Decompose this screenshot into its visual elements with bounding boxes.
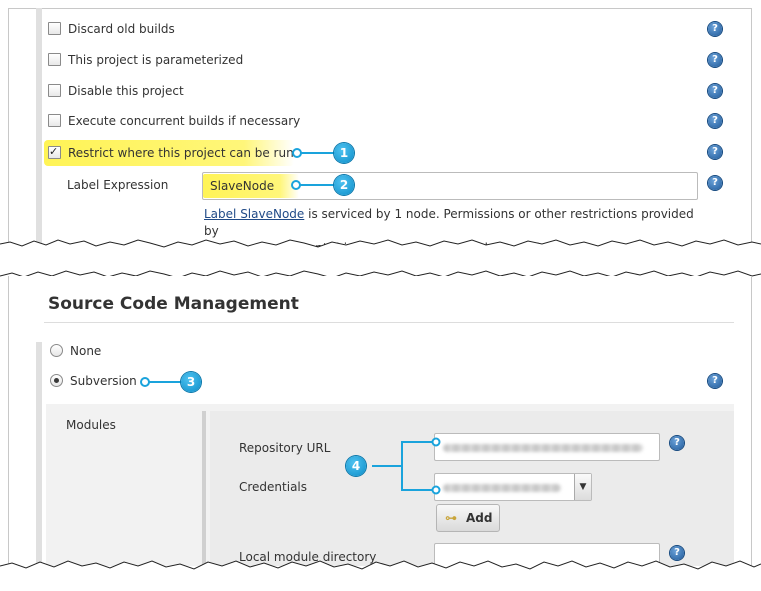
modules-label: Modules bbox=[66, 418, 116, 432]
callout-4-bracket bbox=[372, 437, 441, 495]
callout-2-badge: 2 bbox=[334, 175, 354, 195]
disable-project-label: Disable this project bbox=[68, 84, 184, 98]
scm-none-label: None bbox=[70, 344, 102, 358]
parameterized-label: This project is parameterized bbox=[68, 53, 244, 67]
discard-old-builds-checkbox[interactable] bbox=[48, 22, 61, 35]
disable-project-option[interactable]: Disable this project bbox=[48, 79, 184, 103]
concurrent-builds-checkbox[interactable] bbox=[48, 114, 61, 127]
redacted-credentials-text bbox=[443, 484, 561, 492]
parameterized-checkbox[interactable] bbox=[48, 53, 61, 66]
callout-3-badge: 3 bbox=[181, 372, 201, 392]
help-icon[interactable]: ? bbox=[708, 374, 722, 388]
help-icon[interactable]: ? bbox=[708, 145, 722, 159]
disable-project-checkbox[interactable] bbox=[48, 84, 61, 97]
callout-anchor bbox=[140, 377, 150, 387]
scm-panel-frame bbox=[8, 276, 752, 566]
local-module-directory-label: Local module directory bbox=[239, 550, 377, 564]
callout-4-badge: 4 bbox=[346, 456, 366, 476]
help-icon[interactable]: ? bbox=[708, 84, 722, 98]
scm-subversion-radio[interactable] bbox=[50, 374, 63, 387]
discard-old-builds-option[interactable]: Discard old builds bbox=[48, 17, 175, 41]
scm-subversion-option[interactable]: Subversion bbox=[50, 369, 137, 393]
scm-section-title: Source Code Management bbox=[48, 294, 299, 314]
help-icon[interactable]: ? bbox=[708, 176, 722, 190]
callout-anchor bbox=[292, 148, 302, 158]
repository-url-input[interactable] bbox=[434, 433, 660, 461]
label-expression-input[interactable]: SlaveNode bbox=[202, 172, 698, 200]
label-expression-label: Label Expression bbox=[67, 178, 169, 192]
add-credentials-button[interactable]: ⊶ Add bbox=[436, 504, 500, 532]
discard-old-builds-label: Discard old builds bbox=[68, 22, 175, 36]
modules-indent-bar bbox=[202, 411, 206, 566]
callout-1-badge: 1 bbox=[334, 143, 354, 163]
label-slavenode-link[interactable]: Label SlaveNode bbox=[204, 207, 305, 221]
torn-edge-bottom bbox=[0, 560, 761, 591]
section-divider bbox=[44, 322, 734, 323]
help-icon[interactable]: ? bbox=[708, 114, 722, 128]
restrict-option[interactable]: Restrict where this project can be run bbox=[48, 140, 294, 165]
scm-subversion-label: Subversion bbox=[70, 374, 137, 388]
add-button-label: Add bbox=[466, 511, 493, 525]
callout-line bbox=[298, 184, 338, 186]
scm-panel: Source Code Management None Subversion ?… bbox=[8, 276, 752, 571]
callout-anchor bbox=[291, 180, 301, 190]
restrict-label: Restrict where this project can be run bbox=[68, 146, 294, 160]
chevron-down-icon[interactable]: ▼ bbox=[574, 474, 591, 500]
callout-line bbox=[300, 152, 338, 154]
scm-indent-bar bbox=[36, 342, 42, 566]
concurrent-builds-option[interactable]: Execute concurrent builds if necessary bbox=[48, 109, 300, 133]
top-panel-frame bbox=[8, 8, 752, 249]
help-icon[interactable]: ? bbox=[670, 546, 684, 560]
redacted-url-text bbox=[443, 444, 643, 452]
key-icon: ⊶ bbox=[445, 511, 457, 525]
top-config-panel: Discard old builds ? This project is par… bbox=[8, 8, 752, 255]
label-note-line1: is serviced by 1 node. Permissions or ot… bbox=[204, 207, 694, 238]
help-icon[interactable]: ? bbox=[670, 436, 684, 450]
help-icon[interactable]: ? bbox=[708, 53, 722, 67]
callout-line bbox=[148, 381, 184, 383]
restrict-checkbox[interactable] bbox=[48, 140, 61, 164]
restrict-highlight bbox=[44, 140, 294, 166]
torn-edge-top bbox=[0, 239, 761, 256]
credentials-select[interactable]: ▼ bbox=[434, 473, 592, 501]
label-expression-highlight bbox=[203, 174, 299, 198]
torn-edge-bottom-top bbox=[0, 270, 761, 279]
scm-none-radio[interactable] bbox=[50, 344, 63, 357]
parameterized-option[interactable]: This project is parameterized bbox=[48, 48, 243, 72]
label-expression-value: SlaveNode bbox=[210, 179, 275, 193]
help-icon[interactable]: ? bbox=[708, 22, 722, 36]
repository-url-label: Repository URL bbox=[239, 441, 331, 455]
concurrent-builds-label: Execute concurrent builds if necessary bbox=[68, 114, 301, 128]
scm-none-option[interactable]: None bbox=[50, 339, 101, 363]
section-indent-bar bbox=[36, 8, 42, 248]
credentials-label: Credentials bbox=[239, 480, 308, 494]
